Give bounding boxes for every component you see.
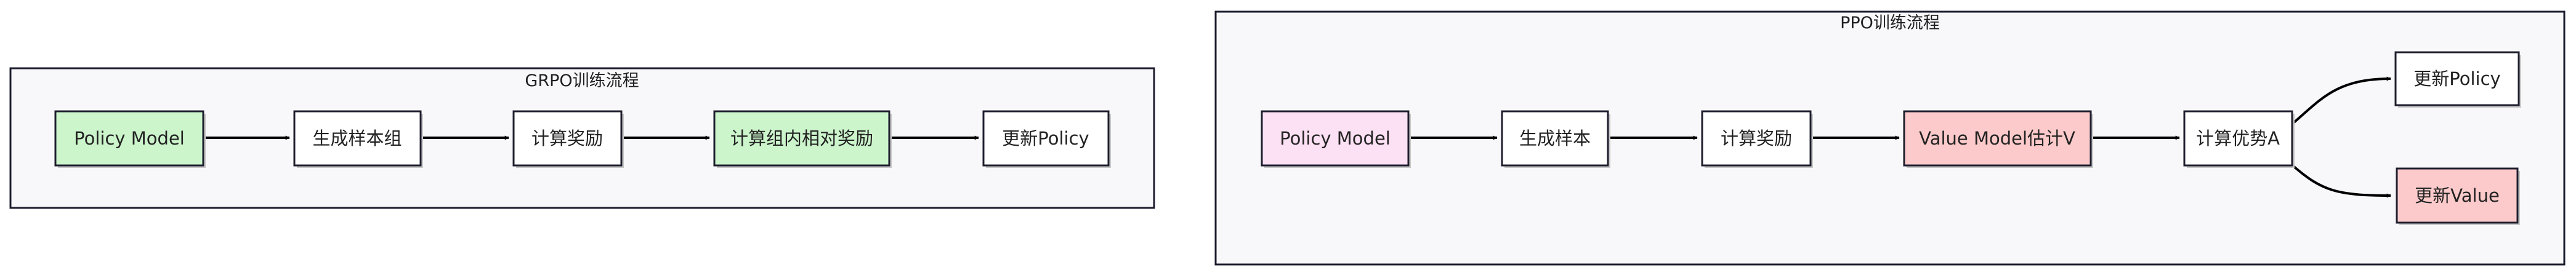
node-ppo-compute-reward-label: 计算奖励 (1721, 128, 1792, 149)
node-ppo-value-model: Value Model估计V (1903, 110, 2093, 168)
node-grpo-group-relative-label: 计算组内相对奖励 (730, 128, 873, 149)
node-ppo-policy-model-box (1261, 110, 1410, 167)
node-ppo-update-value-label: 更新Value (2415, 185, 2500, 206)
node-ppo-value-model-box (1903, 110, 2092, 167)
node-ppo-policy-model-label: Policy Model (1280, 128, 1391, 149)
node-ppo-compute-advantage: 计算优势A (2183, 110, 2295, 168)
node-ppo-update-policy-label: 更新Policy (2413, 68, 2500, 89)
node-grpo-generate-group-label: 生成样本组 (312, 128, 402, 149)
node-grpo-generate-group-box (293, 110, 422, 167)
node-ppo-generate-samples-box (1501, 110, 1609, 167)
node-ppo-generate-samples-label: 生成样本 (1519, 128, 1591, 149)
node-grpo-group-relative: 计算组内相对奖励 (713, 110, 892, 168)
node-ppo-update-value-box (2396, 167, 2519, 224)
node-ppo-update-policy: 更新Policy (2394, 51, 2521, 108)
node-ppo-compute-advantage-box (2183, 110, 2293, 167)
node-grpo-compute-reward: 计算奖励 (512, 110, 624, 168)
node-ppo-value-model-label: Value Model估计V (1919, 128, 2075, 149)
node-grpo-update-policy-label: 更新Policy (1002, 128, 1089, 149)
edge-ppo-advantage-to-update-value (2292, 165, 2391, 198)
node-grpo-compute-reward-label: 计算奖励 (531, 128, 603, 149)
node-ppo-update-policy-box (2394, 51, 2520, 106)
node-grpo-group-relative-box (713, 110, 890, 167)
node-grpo-policy-model-label: Policy Model (74, 128, 185, 149)
node-ppo-compute-advantage-label: 计算优势A (2196, 128, 2280, 149)
node-grpo-generate-group: 生成样本组 (293, 110, 423, 168)
grpo-cluster-title: GRPO训练流程 (525, 71, 639, 90)
node-ppo-update-value: 更新Value (2396, 167, 2520, 225)
ppo-edges (1410, 76, 2391, 198)
node-ppo-generate-samples: 生成样本 (1501, 110, 1610, 168)
node-grpo-update-policy: 更新Policy (982, 110, 1111, 168)
node-ppo-compute-reward: 计算奖励 (1701, 110, 1813, 168)
node-grpo-compute-reward-box (512, 110, 623, 167)
node-grpo-update-policy-box (982, 110, 1110, 167)
edge-ppo-advantage-to-update-policy (2292, 76, 2391, 124)
node-ppo-policy-model: Policy Model (1261, 110, 1411, 168)
node-ppo-compute-reward-box (1701, 110, 1812, 167)
node-grpo-policy-model-box (54, 110, 204, 167)
node-grpo-policy-model: Policy Model (54, 110, 206, 168)
ppo-cluster-title: PPO训练流程 (1840, 14, 1940, 33)
